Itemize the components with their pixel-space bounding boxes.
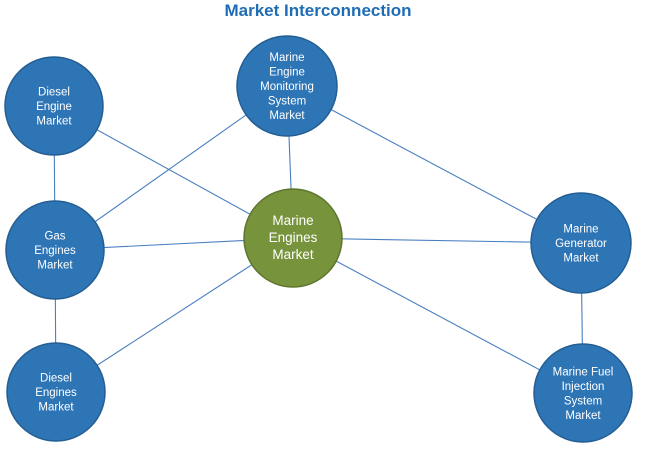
- node-label-line: Marine: [563, 224, 598, 236]
- node-label-line: Engines: [34, 245, 76, 257]
- node-label-line: Market: [269, 110, 305, 122]
- node-circle: [6, 342, 106, 442]
- node-label-line: Marine: [272, 213, 313, 228]
- node-label-line: Engine: [269, 67, 305, 79]
- node-label-line: Generator: [555, 238, 607, 250]
- node-label-line: Injection: [562, 381, 605, 393]
- edge-monitoring-to-generator: [286, 85, 582, 244]
- diagram-title: Market Interconnection: [224, 1, 412, 20]
- node-label-line: Engines: [269, 230, 318, 245]
- node-circle: [5, 200, 105, 300]
- nodes-layer: DieselEngineMarketMarineEngineMonitoring…: [4, 35, 633, 443]
- node-label-line: Engine: [36, 101, 72, 113]
- node-circle: [4, 56, 104, 156]
- node-circle: [533, 343, 633, 443]
- node-label-line: Market: [38, 402, 74, 414]
- node-label-line: System: [268, 96, 306, 108]
- node-label-line: Market: [563, 253, 599, 265]
- node-label-line: Monitoring: [260, 81, 314, 93]
- node-label-line: Diesel: [40, 373, 72, 385]
- node-label-line: Market: [565, 410, 601, 422]
- node-label-line: Market: [272, 247, 314, 262]
- node-label-line: Engines: [35, 387, 77, 399]
- node-circle: [236, 35, 338, 137]
- node-circle: [243, 188, 343, 288]
- node-label-line: Market: [37, 260, 73, 272]
- node-label-line: System: [564, 395, 602, 407]
- node-label-line: Gas: [44, 231, 65, 243]
- node-label-line: Diesel: [38, 87, 70, 99]
- node-label-line: Market: [36, 116, 72, 128]
- node-label-line: Marine Fuel: [553, 366, 614, 378]
- edge-marine-engines-to-fuel-injection: [292, 237, 584, 394]
- node-circle: [530, 192, 632, 294]
- node-label-line: Marine: [269, 52, 304, 64]
